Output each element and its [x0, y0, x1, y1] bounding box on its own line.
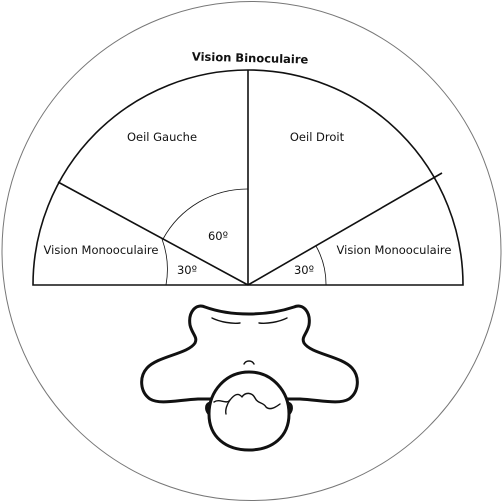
right-monocular-boundary — [247, 172, 443, 286]
nose-mark — [243, 360, 255, 365]
left-monocular-label: Vision Monooculaire — [44, 243, 159, 257]
left-angle-arc — [161, 238, 168, 286]
shoulders-outline — [140, 304, 359, 404]
right-eye-label: Oeil Droit — [290, 130, 345, 144]
left-shoulder-fold — [211, 317, 241, 324]
right-monocular-label: Vision Monooculaire — [337, 243, 452, 257]
left-monocular-boundary — [57, 181, 249, 286]
central-angle-label: 60º — [208, 229, 228, 243]
left-angle-label: 30º — [177, 263, 197, 277]
left-eye-label: Oeil Gauche — [127, 130, 197, 144]
person-top-view-icon — [140, 304, 359, 452]
binocular-vision-title: Vision Binoculaire — [192, 49, 309, 66]
right-angle-label: 30º — [294, 263, 314, 277]
head-outline — [207, 370, 291, 452]
right-shoulder-fold — [258, 317, 288, 324]
right-angle-arc — [315, 245, 327, 286]
central-angle-arc — [162, 188, 249, 240]
hair-parting — [225, 399, 231, 415]
